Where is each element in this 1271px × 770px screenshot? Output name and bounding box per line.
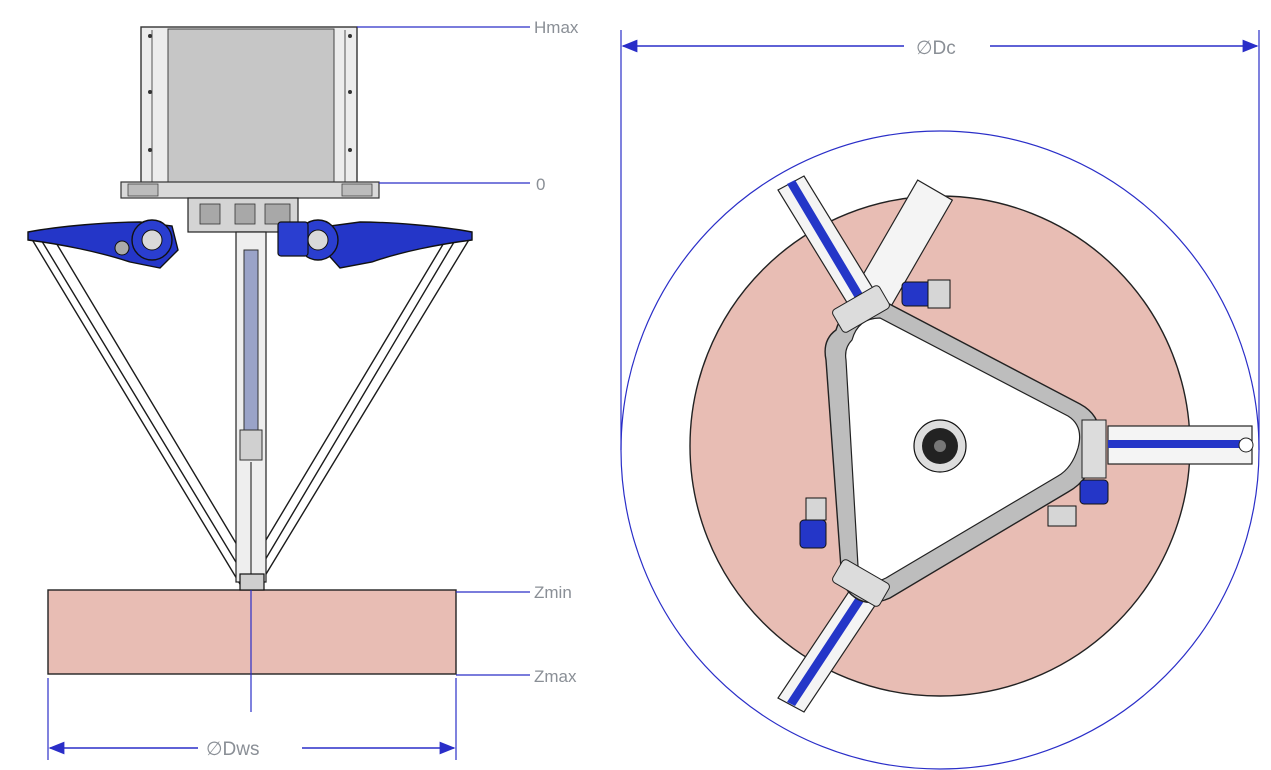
central-shaft <box>235 231 267 583</box>
dws-label: ∅Dws <box>206 739 260 760</box>
arm-rails <box>777 175 1254 713</box>
hmax-label: Hmax <box>534 18 579 37</box>
actuator-arms <box>27 219 473 269</box>
motors <box>799 279 1109 549</box>
center-hub <box>913 419 967 473</box>
zmin-label: Zmin <box>534 583 572 602</box>
zmax-label: Zmax <box>534 667 577 686</box>
parallel-arms <box>28 230 472 585</box>
end-effector <box>239 573 265 591</box>
dc-label: ∅Dc <box>916 38 956 59</box>
zero-label: 0 <box>536 175 545 194</box>
top-view: ∅Dc <box>620 30 1260 770</box>
side-view: Hmax 0 Zmin Zmax ∅Dws <box>27 18 579 760</box>
workspace-box <box>47 589 457 675</box>
motor-housing <box>120 26 380 199</box>
